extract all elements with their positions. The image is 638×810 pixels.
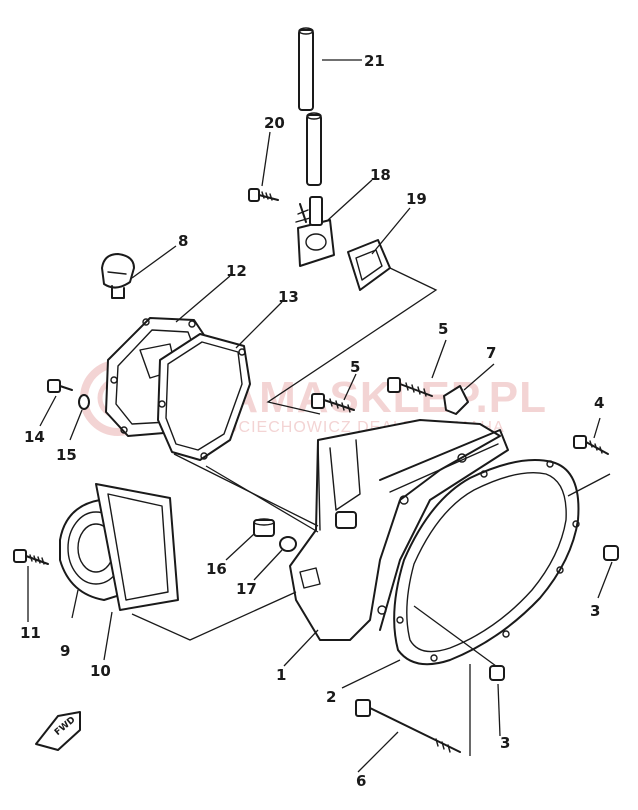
part-20-screw (248, 188, 279, 202)
part-3-dowel-pin-a (603, 545, 619, 561)
callout-9: 9 (60, 642, 70, 660)
callout-21: 21 (364, 52, 385, 70)
callout-1: 1 (276, 666, 286, 684)
part-2-gasket (393, 459, 580, 666)
watermark-brand: YAMASKLEP.PL (200, 373, 547, 422)
part-18-valve (295, 196, 335, 267)
callout-20: 20 (264, 114, 285, 132)
callout-3-right: 3 (590, 602, 600, 620)
fwd-marker: FWD (35, 711, 81, 751)
callout-18: 18 (370, 166, 391, 184)
callout-19: 19 (406, 190, 427, 208)
part-19-gasket (347, 239, 391, 291)
callout-17: 17 (236, 580, 257, 598)
callout-16: 16 (206, 560, 227, 578)
part-17-washer (279, 536, 297, 552)
part-21-hose (298, 27, 322, 186)
part-13-gasket (157, 333, 251, 461)
part-16-plug (253, 518, 275, 537)
callout-3-bottom: 3 (500, 734, 510, 752)
callout-5-lower: 5 (350, 358, 360, 376)
callout-11: 11 (20, 624, 41, 642)
part-11-screw (13, 549, 49, 565)
part-8-cap (101, 253, 135, 299)
callout-7: 7 (486, 344, 496, 362)
part-6-long-bolt (355, 699, 461, 753)
part-7-clip (443, 385, 469, 415)
callout-4: 4 (594, 394, 604, 412)
callout-6: 6 (356, 772, 366, 790)
part-14-bolt (47, 379, 73, 393)
part-5-bolt-b (387, 377, 433, 397)
callout-10: 10 (90, 662, 111, 680)
part-10-gasket (95, 483, 179, 611)
callout-14: 14 (24, 428, 45, 446)
callout-13: 13 (278, 288, 299, 306)
callout-numbers: 21 20 18 19 8 12 13 5 7 5 4 14 15 16 17 … (20, 52, 604, 790)
part-15-washer (78, 394, 90, 410)
part-5-bolt-a (311, 393, 355, 413)
part-1-crankcase-cover (289, 419, 509, 641)
callout-5-upper: 5 (438, 320, 448, 338)
leader-lines (27, 59, 613, 773)
callout-12: 12 (226, 262, 247, 280)
callout-2: 2 (326, 688, 336, 706)
part-3-dowel-pin-b (489, 665, 505, 681)
callout-15: 15 (56, 446, 77, 464)
callout-8: 8 (178, 232, 188, 250)
part-4-bolt (573, 435, 609, 455)
